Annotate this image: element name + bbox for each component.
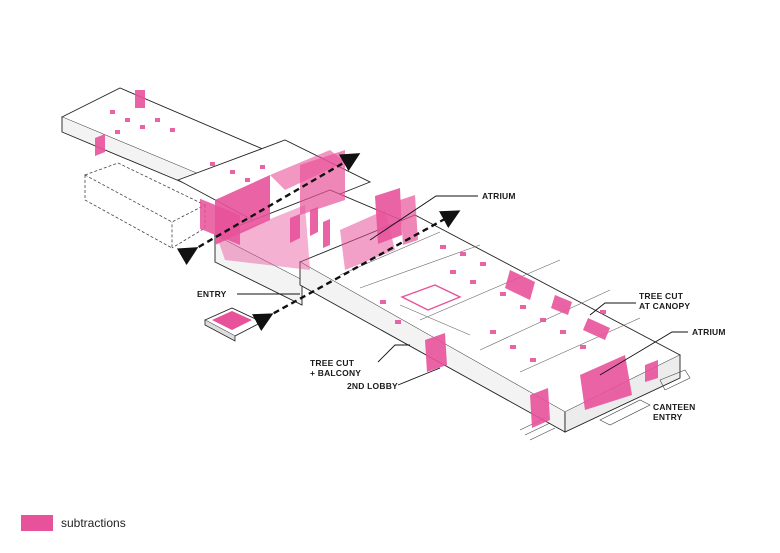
label-tree-cut-balcony-2: + BALCONY xyxy=(310,368,361,378)
leader-lines xyxy=(237,195,688,386)
label-canteen-1: CANTEEN xyxy=(653,402,696,412)
label-atrium-right: ATRIUM xyxy=(692,327,726,337)
label-atrium-top: ATRIUM xyxy=(482,191,516,201)
label-entry: ENTRY xyxy=(197,289,227,299)
label-tree-cut-canopy-1: TREE CUT xyxy=(639,291,684,301)
detached-plan-fragment xyxy=(203,307,264,342)
legend: subtractions xyxy=(21,515,126,531)
annotations: ATRIUM ENTRY TREE CUT AT CANOPY ATRIUM T… xyxy=(197,191,726,422)
label-2nd-lobby: 2ND LOBBY xyxy=(347,381,398,391)
pink-swatch-icon xyxy=(21,515,53,531)
section-arrows xyxy=(176,153,461,332)
label-tree-cut-balcony-1: TREE CUT xyxy=(310,358,355,368)
legend-label: subtractions xyxy=(61,516,126,530)
label-canteen-2: ENTRY xyxy=(653,412,683,422)
label-tree-cut-canopy-2: AT CANOPY xyxy=(639,301,690,311)
